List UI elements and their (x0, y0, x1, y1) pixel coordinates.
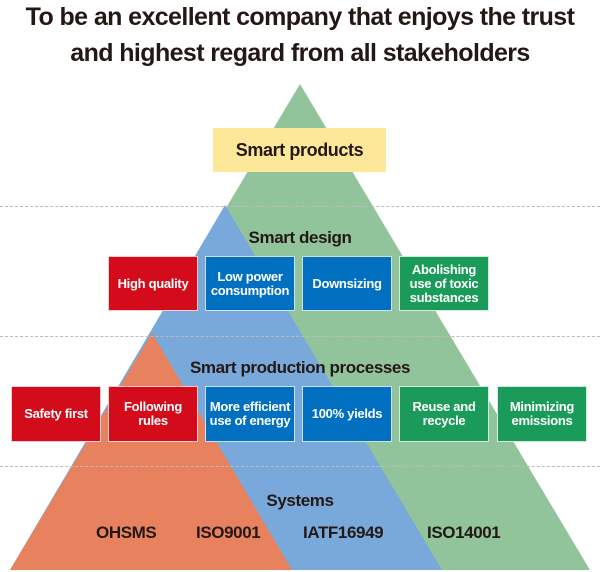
production-100-yields: 100% yields (302, 386, 392, 442)
divider (0, 466, 600, 467)
design-low-power: Low power consumption (205, 256, 295, 311)
production-following-rules: Following rules (108, 386, 198, 442)
smart-production-label: Smart production processes (189, 358, 411, 377)
system-iatf16949: IATF16949 (303, 523, 384, 542)
orange-triangle-safety (10, 333, 292, 570)
smart-design-label: Smart design (248, 228, 352, 247)
systems-label: Systems (266, 491, 334, 510)
divider (0, 206, 600, 207)
design-abolishing-toxic: Abolishing use of toxic substances (399, 256, 489, 311)
smart-products-box: Smart products (213, 128, 386, 172)
design-high-quality: High quality (108, 256, 198, 311)
production-efficient-energy: More efficient use of energy (205, 386, 295, 442)
production-safety-first: Safety first (11, 386, 101, 442)
system-iso14001: ISO14001 (427, 523, 501, 542)
production-reuse-recycle: Reuse and recycle (399, 386, 489, 442)
system-ohsms: OHSMS (96, 523, 157, 542)
divider (0, 336, 600, 337)
design-downsizing: Downsizing (302, 256, 392, 311)
production-minimizing-emissions: Minimizing emissions (497, 386, 587, 442)
title-line-1: To be an excellent company that enjoys t… (25, 3, 575, 31)
title-line-2: and highest regard from all stakeholders (70, 39, 530, 67)
system-iso9001: ISO9001 (196, 523, 261, 542)
